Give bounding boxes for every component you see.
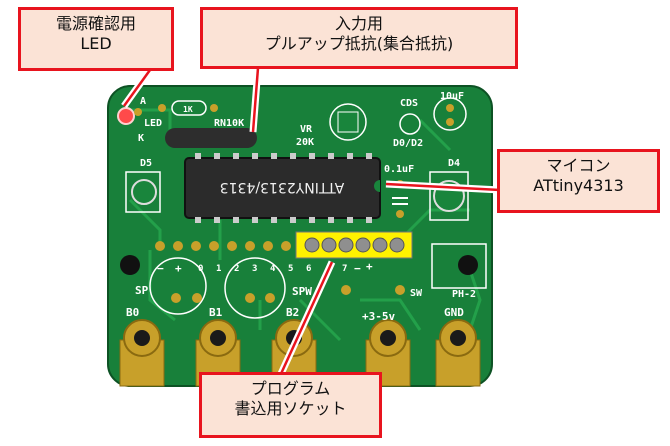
label-supply: +3-5v: [362, 310, 395, 323]
callout-power-led: 電源確認用 LED: [18, 7, 174, 71]
pin-label-1: 1: [216, 264, 221, 274]
label-minus-right: −: [354, 262, 361, 275]
pin-label-3: 3: [252, 264, 257, 274]
callout-program-socket-line1: プログラム: [250, 379, 331, 398]
label-cds: CDS: [400, 98, 418, 109]
label-k: K: [138, 133, 144, 144]
label-led: LED: [144, 118, 162, 129]
cds-sensor: [399, 113, 421, 135]
label-minus-left: −: [157, 262, 164, 275]
callout-pullup-resistor-line2: プルアップ抵抗(集合抵抗): [264, 34, 454, 53]
label-sp: SP: [135, 284, 149, 297]
pin-header: [155, 241, 291, 251]
label-plus-right: +: [366, 260, 373, 273]
capacitor-10uf: [433, 97, 467, 131]
label-b2: B2: [286, 306, 299, 319]
label-sw: SW: [410, 288, 423, 299]
callout-program-socket-line2: 書込用ソケット: [234, 399, 347, 418]
label-b1: B1: [209, 306, 223, 319]
label-d0d2: D0/D2: [393, 138, 423, 149]
label-b0: B0: [126, 306, 139, 319]
label-20k: 20K: [296, 137, 314, 148]
pin-label-4: 4: [270, 264, 276, 274]
resistor-network: [165, 128, 257, 148]
label-1k: 1K: [183, 105, 193, 114]
callout-power-led-line2: LED: [80, 34, 112, 53]
variable-resistor: [329, 103, 367, 141]
label-d4: D4: [448, 158, 460, 169]
callout-pullup-resistor-line1: 入力用: [334, 14, 383, 33]
mounting-hole-right: [458, 255, 478, 275]
mounting-hole-left: [120, 255, 140, 275]
pin-label-2: 2: [234, 264, 239, 274]
label-ph2: PH-2: [452, 289, 476, 300]
pin-label-5: 5: [288, 264, 293, 274]
pin-label-7: 7: [342, 264, 347, 274]
speaker-switch-footprint: [224, 257, 286, 319]
label-plus-left: +: [175, 262, 182, 275]
callout-power-led-line1: 電源確認用: [55, 14, 136, 33]
led-indicator: [117, 107, 135, 125]
sensor-d5: [125, 171, 161, 213]
speaker-footprint: [149, 257, 207, 315]
label-d5: D5: [140, 158, 152, 169]
label-rn10k: RN10K: [214, 118, 244, 129]
callout-program-socket: プログラム 書込用ソケット: [199, 372, 382, 438]
ph2-connector: [431, 243, 487, 289]
pin-label-6: 6: [306, 264, 311, 274]
label-01uf: 0.1uF: [384, 164, 414, 175]
label-10uf: 10uF: [440, 91, 464, 102]
callout-pointers: [121, 67, 501, 378]
label-vr: VR: [300, 124, 313, 135]
callout-pullup-resistor: 入力用 プルアップ抵抗(集合抵抗): [200, 7, 518, 69]
sensor-d4: [429, 171, 469, 221]
resistor-1k: [171, 100, 207, 116]
label-a: A: [140, 96, 146, 107]
label-gnd: GND: [444, 306, 464, 319]
chip-label: ATTINY2313/4313: [220, 179, 344, 195]
callout-microcontroller: マイコン ATtiny4313: [497, 149, 660, 213]
label-spw: SPW: [292, 285, 312, 298]
callout-microcontroller-line1: マイコン: [546, 156, 611, 175]
callout-microcontroller-line2: ATtiny4313: [533, 176, 624, 195]
pin-label-0: 0: [198, 264, 203, 274]
